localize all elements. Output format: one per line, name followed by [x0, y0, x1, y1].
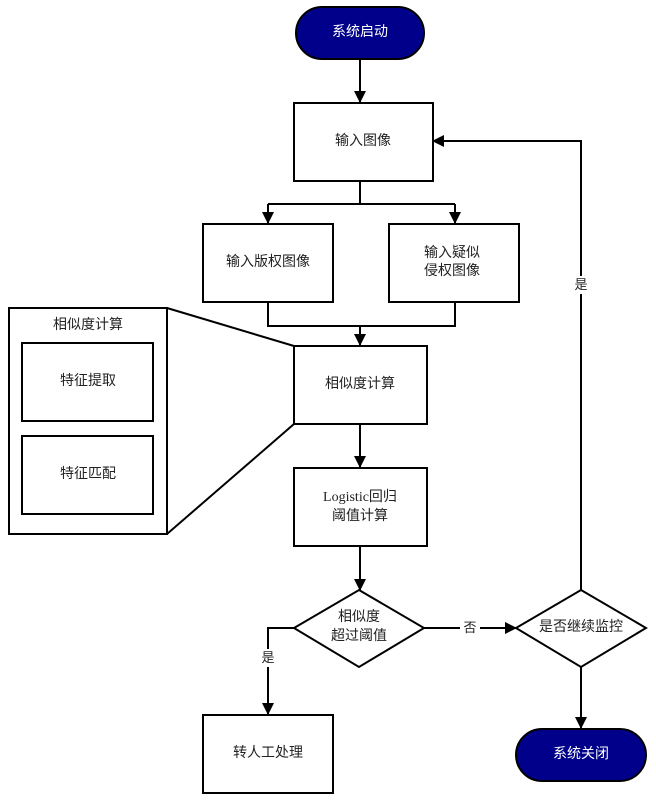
node-input-suspect-line1: 输入疑似: [424, 245, 480, 261]
node-logistic: Logistic回归 阈值计算: [293, 467, 428, 547]
zoom-line-bottom: [166, 423, 295, 535]
node-input-suspect-line2: 侵权图像: [424, 262, 480, 279]
edge-labels: 是 否 是: [259, 276, 590, 667]
node-decision-threshold-line1: 相似度: [338, 609, 380, 625]
node-input-image-label: 输入图像: [335, 133, 391, 149]
node-decision-threshold: 相似度 超过阈值: [292, 588, 426, 669]
detail-step-feature-extraction: [21, 342, 154, 422]
edge-merge: [267, 302, 456, 344]
node-input-copyright: 输入版权图像: [202, 223, 334, 303]
node-decision-threshold-line2: 超过阈值: [331, 628, 387, 644]
edge-threshold-yes: [267, 627, 294, 714]
node-end-label: 系统关闭: [553, 746, 609, 762]
node-logistic-line2: 阈值计算: [332, 508, 388, 524]
node-end: 系统关闭: [515, 728, 647, 782]
node-input-image: 输入图像: [293, 102, 434, 182]
node-manual: 转人工处理: [202, 714, 334, 794]
node-manual-label: 转人工处理: [233, 745, 303, 761]
node-decision-continue-label: 是否继续监控: [539, 618, 623, 635]
detail-step-2-label: 特征匹配: [60, 466, 116, 482]
node-input-copyright-label: 输入版权图像: [226, 254, 310, 270]
edge-label-threshold-yes: 是: [261, 650, 274, 665]
detail-panel-title: 相似度计算: [53, 317, 123, 333]
node-start: 系统启动: [295, 6, 425, 60]
edge-label-threshold-no: 否: [463, 620, 476, 635]
node-similarity: 相似度计算: [293, 345, 428, 425]
detail-step-feature-matching: [21, 435, 154, 515]
node-decision-continue: 是否继续监控: [514, 588, 648, 669]
detail-panel: 相似度计算 特征提取 特征匹配: [8, 307, 168, 535]
detail-step-1-label: 特征提取: [60, 373, 116, 389]
edge-continue-yes: [433, 140, 582, 590]
node-input-suspect: 输入疑似 侵权图像: [388, 223, 520, 303]
node-similarity-label: 相似度计算: [325, 376, 395, 392]
edge-input-split: [268, 181, 455, 205]
zoom-line-top: [166, 307, 295, 347]
node-start-label: 系统启动: [332, 24, 388, 40]
node-logistic-line1: Logistic回归: [323, 488, 397, 505]
edge-label-continue-yes: 是: [574, 277, 587, 292]
